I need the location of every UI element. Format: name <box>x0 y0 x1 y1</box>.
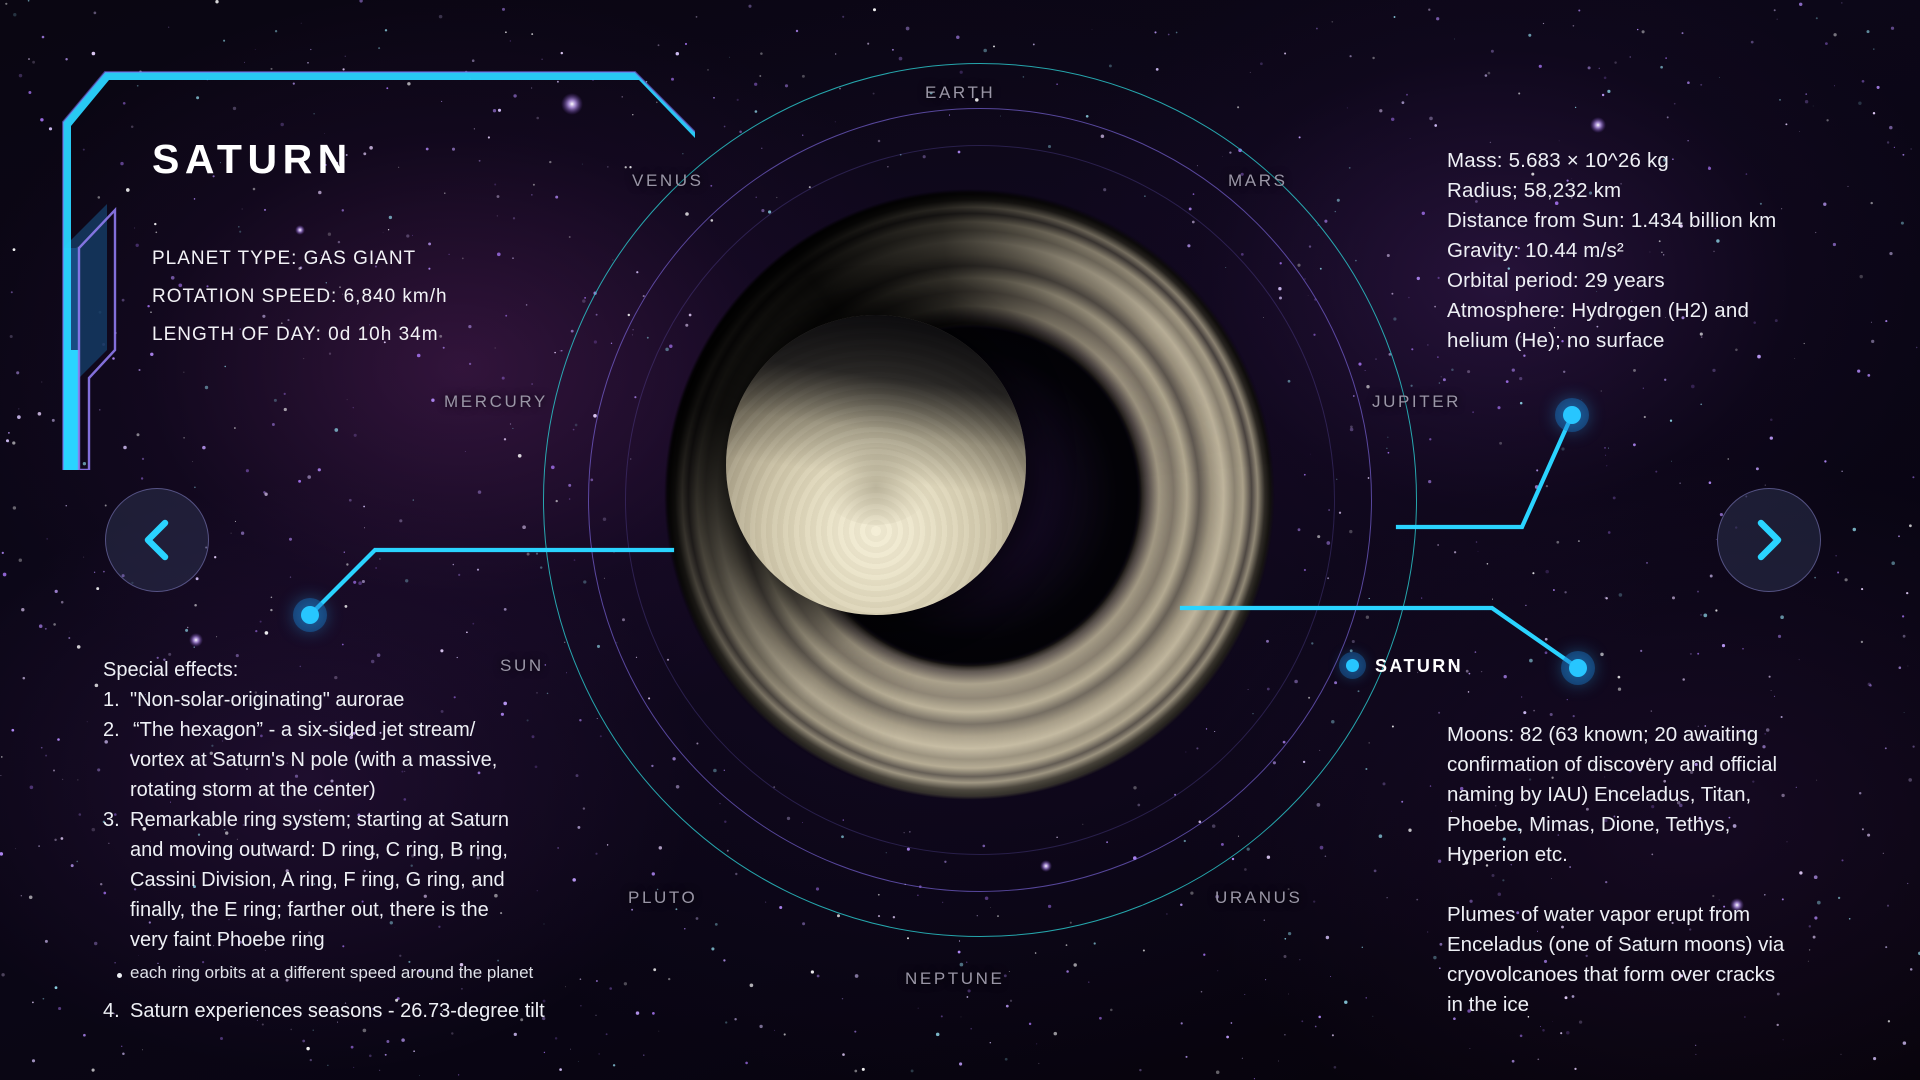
page-title: SATURN <box>152 136 353 182</box>
plumes-line-4: in the ice <box>1447 993 1530 1016</box>
sub-bullet-icon <box>117 973 122 978</box>
effect-text-4: Saturn experiences seasons - 26.73-degre… <box>130 1000 545 1022</box>
moons-line-2: confirmation of discovery and official <box>1447 753 1778 776</box>
spec-rotation-speed: ROTATION SPEED: 6,840 km/h <box>152 286 448 307</box>
stat-mass: Mass: 5.683 × 10^26 kg <box>1447 149 1670 172</box>
orbit-label-mars: MARS <box>1228 171 1288 190</box>
orbit-label-neptune: NEPTUNE <box>905 969 1005 988</box>
connector-node-left[interactable] <box>301 606 319 624</box>
effect-number-1: 1. <box>103 689 120 711</box>
effect-text-3-d: finally, the E ring; farther out, there … <box>130 899 489 921</box>
effect-number-2: 2. <box>103 719 120 741</box>
orbit-label-venus: VENUS <box>632 171 704 190</box>
stat-distance: Distance from Sun: 1.434 billion km <box>1447 209 1777 232</box>
effect-text-1: "Non-solar-originating" aurorae <box>130 689 405 711</box>
spec-planet-type: PLANET TYPE: GAS GIANT <box>152 248 417 269</box>
special-effects-heading: Special effects: <box>103 659 239 681</box>
orbit-label-pluto: PLUTO <box>628 888 698 907</box>
hud-frame <box>62 71 695 470</box>
stat-orbital-period: Orbital period: 29 years <box>1447 269 1665 292</box>
saturn-sphere <box>726 315 1026 615</box>
effect-text-2-a: “The hexagon” - a six-sided jet stream/ <box>133 719 476 741</box>
orbit-label-mercury: MERCURY <box>444 392 548 411</box>
spec-length-of-day: LENGTH OF DAY: 0d 10h 34m <box>152 324 439 345</box>
plumes-line-2: Enceladus (one of Saturn moons) via <box>1447 933 1785 956</box>
orbit-label-earth: EARTH <box>925 83 996 102</box>
effect-number-4: 4. <box>103 1000 120 1022</box>
saturn-visual <box>530 55 1410 935</box>
saturn-terminator <box>726 315 1026 615</box>
moons-line-1: Moons: 82 (63 known; 20 awaiting <box>1447 723 1759 746</box>
effect-text-2-c: rotating storm at the center) <box>130 779 376 801</box>
stat-atmosphere-cont: helium (He); no surface <box>1447 329 1665 352</box>
effect-sub-bullet: each ring orbits at a different speed ar… <box>130 963 534 982</box>
plumes-line-1: Plumes of water vapor erupt from <box>1447 903 1751 926</box>
stat-atmosphere: Atmosphere: Hydrogen (H2) and <box>1447 299 1750 322</box>
saturn-orbit-label: SATURN <box>1375 656 1464 676</box>
connector-node-lower-right[interactable] <box>1569 659 1587 677</box>
moons-line-5: Hyperion etc. <box>1447 843 1568 866</box>
effect-text-2-b: vortex at Saturn's N pole (with a massiv… <box>130 749 498 771</box>
moons-line-4: Phoebe, Mimas, Dione, Tethys, <box>1447 813 1731 836</box>
orbit-label-uranus: URANUS <box>1215 888 1303 907</box>
effect-number-3: 3. <box>103 809 120 831</box>
orbit-label-jupiter: JUPITER <box>1372 392 1462 411</box>
moons-line-3: naming by IAU) Enceladus, Titan, <box>1447 783 1752 806</box>
chevron-right-icon <box>1757 519 1782 561</box>
plumes-line-3: cryovolcanoes that form over cracks <box>1447 963 1776 986</box>
effect-text-3-b: and moving outward: D ring, C ring, B ri… <box>130 839 508 861</box>
stat-gravity: Gravity: 10.44 m/s² <box>1447 239 1624 262</box>
chevron-left-icon <box>144 519 169 561</box>
stat-radius: Radius; 58,232 km <box>1447 179 1622 202</box>
effect-text-3-a: Remarkable ring system; starting at Satu… <box>130 809 510 831</box>
effect-text-3-e: very faint Phoebe ring <box>130 929 325 951</box>
saturn-orbit-node[interactable] <box>1346 659 1359 672</box>
connector-node-upper-right[interactable] <box>1563 406 1581 424</box>
next-planet-button[interactable] <box>1717 488 1821 592</box>
prev-planet-button[interactable] <box>105 488 209 592</box>
orbit-label-sun: SUN <box>500 656 544 675</box>
effect-text-3-c: Cassini Division, A ring, F ring, G ring… <box>130 869 505 891</box>
